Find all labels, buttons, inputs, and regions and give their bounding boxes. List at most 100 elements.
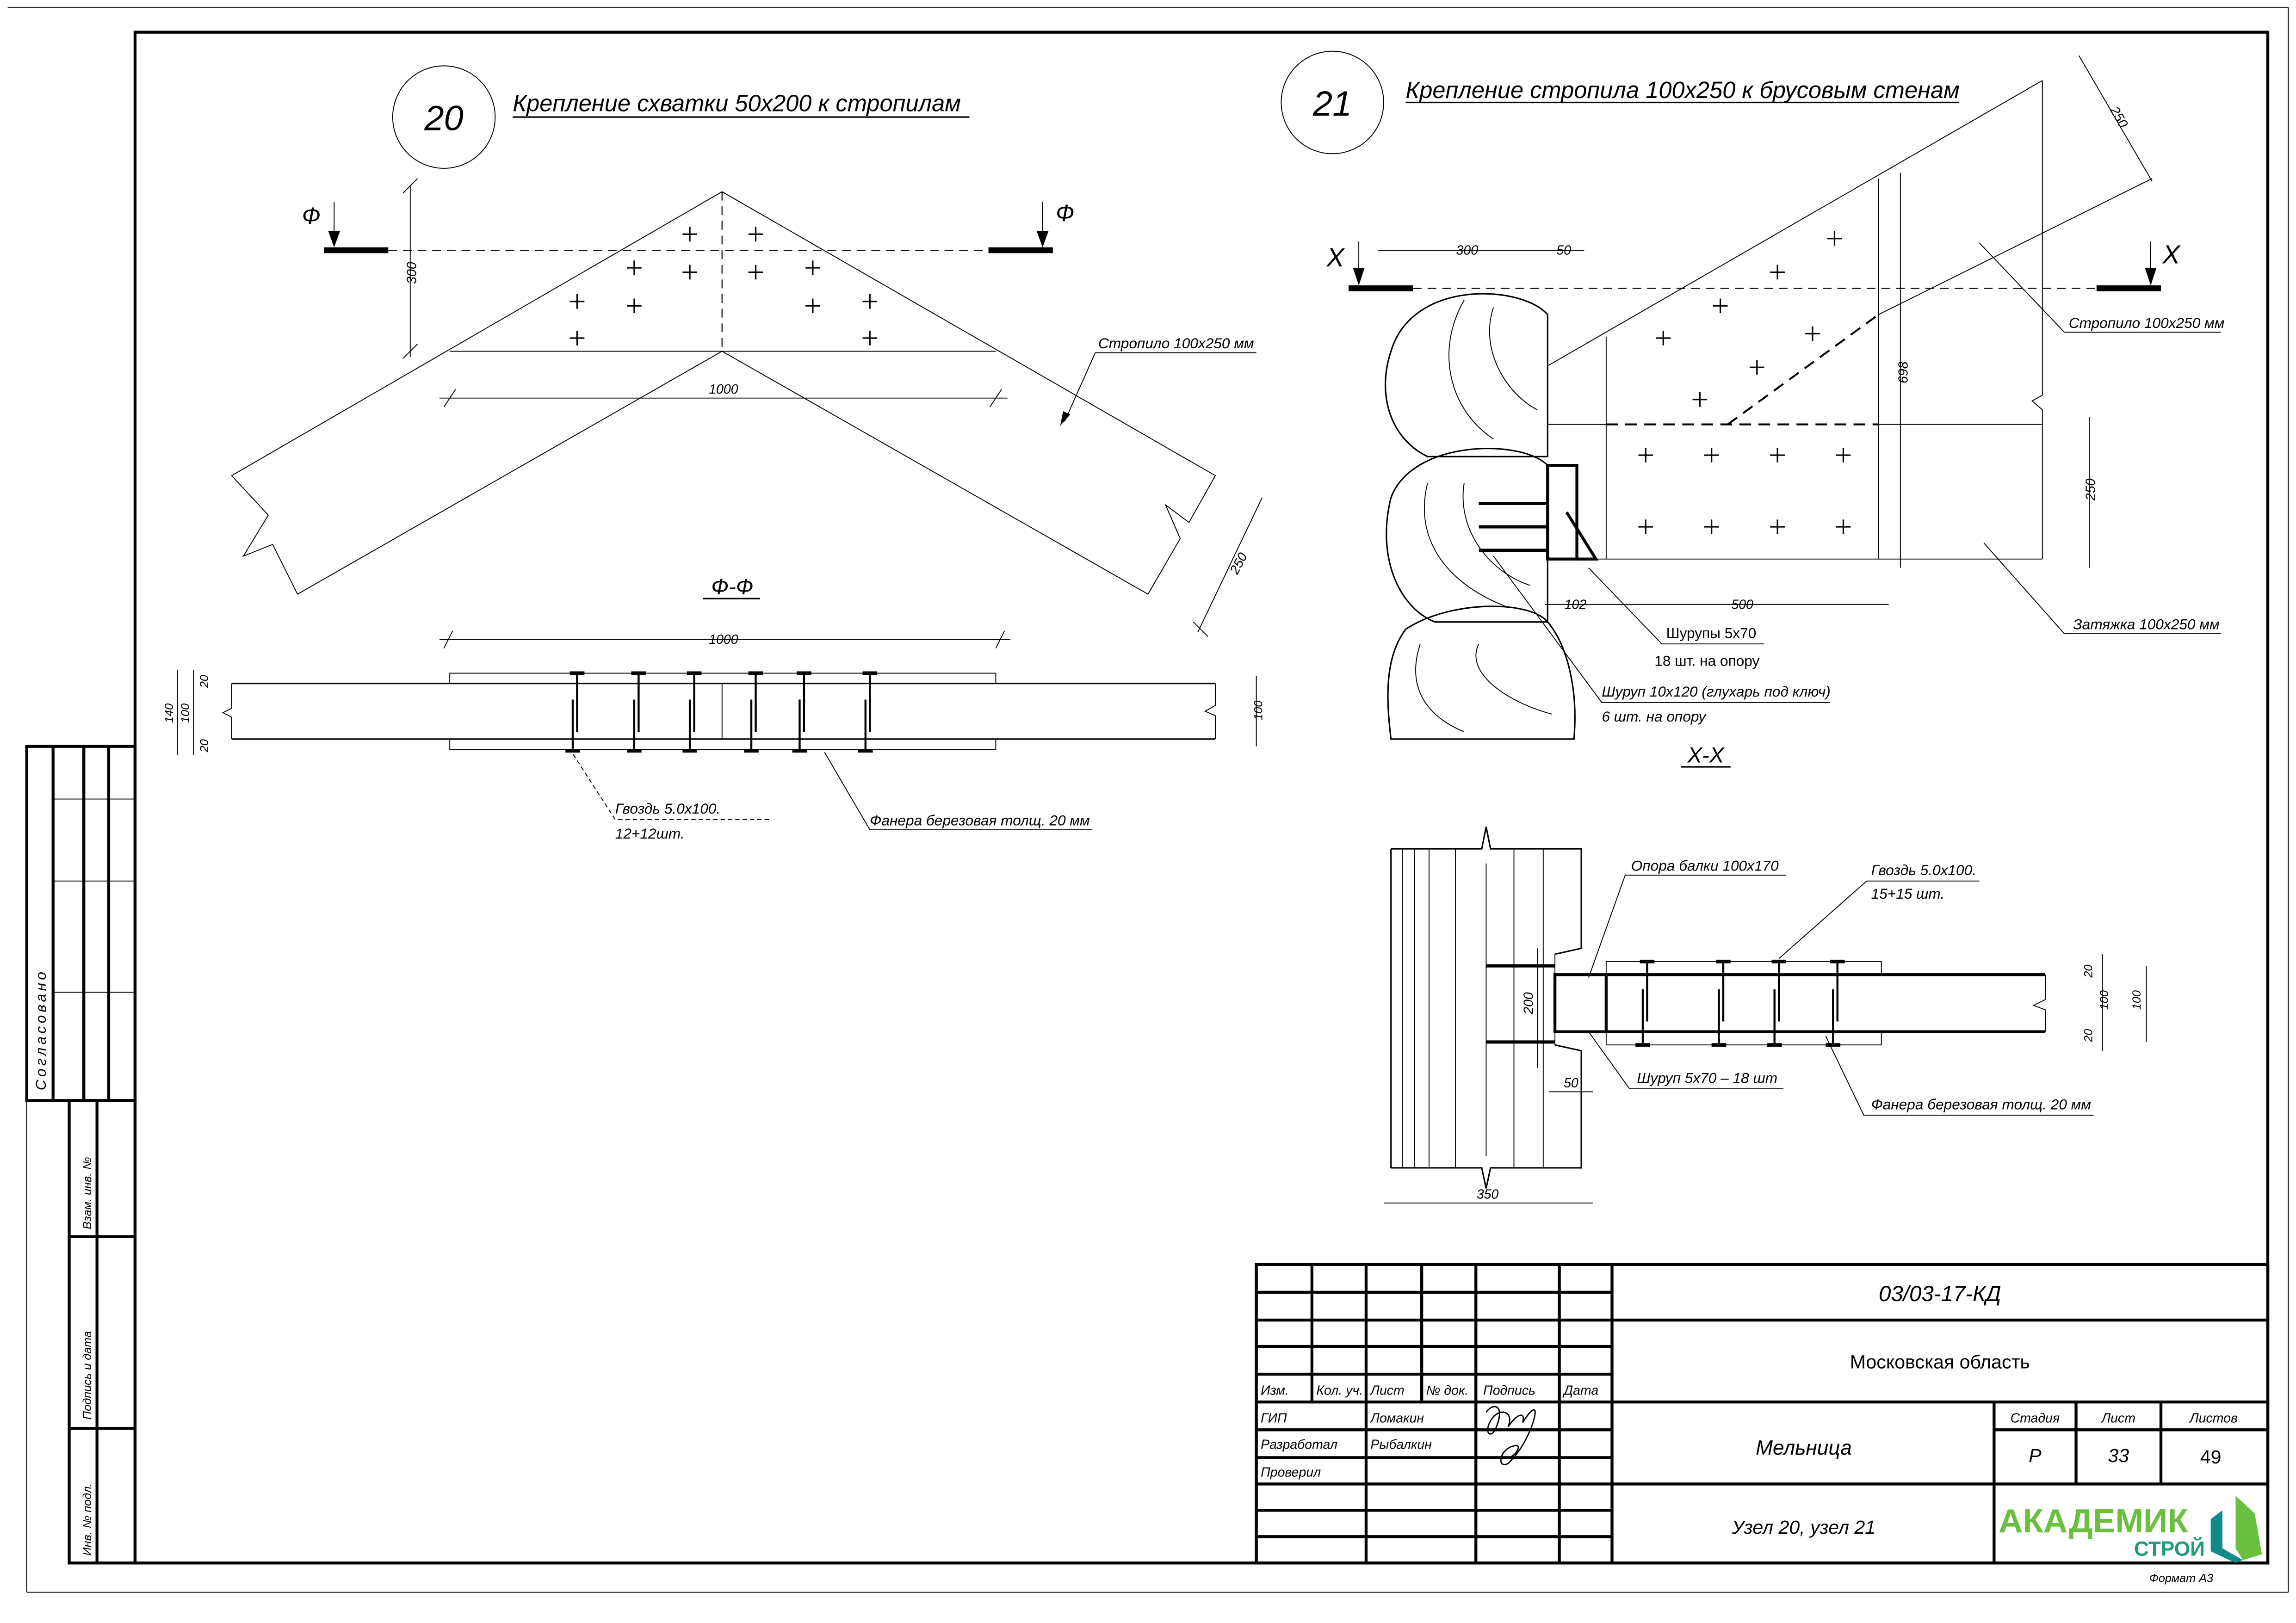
log-wall	[1385, 293, 1576, 740]
region: Московская область	[1850, 1351, 2030, 1372]
logo-shape-base-icon	[2210, 1510, 2243, 1563]
nail-mark	[1638, 519, 1653, 534]
dim-300: 300	[404, 262, 419, 284]
nail	[1711, 959, 1731, 1047]
rafter-21-label: Стропило 100х250 мм	[2069, 315, 2225, 331]
dim-100-a: 100	[2098, 990, 2111, 1010]
node-21: 21 Крепление стропила 100х250 к брусовым…	[1281, 50, 2225, 1203]
format-label: Формат А3	[2149, 1572, 2213, 1585]
nail-mark	[862, 331, 878, 346]
agreed-label: Согласовано	[32, 969, 49, 1091]
nail-mark	[1770, 448, 1785, 463]
nail-21-count-label: 15+15 шт.	[1871, 885, 1945, 902]
plywood-21-label: Фанера березовая толщ. 20 мм	[1871, 1096, 2092, 1112]
signature	[1485, 1406, 1536, 1465]
rafter-callout: Стропило 100х250 мм	[1060, 335, 1256, 426]
nail-mark	[805, 260, 820, 275]
nail	[627, 671, 646, 753]
section-x-dims: 200 50 350 20 100 20 100	[1383, 948, 2147, 1203]
role-chief-engineer: ГИП	[1261, 1411, 1287, 1426]
stage-value: Р	[2029, 1445, 2042, 1466]
section-x-x: 200 50 350 20 100 20 100 Опора балки 100…	[1383, 827, 2147, 1203]
role-developer: Разработал	[1261, 1437, 1337, 1452]
section-x-x-title: Х-Х	[1687, 743, 1725, 768]
support-bracket	[1479, 464, 1599, 561]
lag-screw-label: Шуруп 10х120 (глухарь под ключ)	[1602, 683, 1830, 700]
dim-20-a: 20	[2082, 964, 2095, 978]
sheets-header: Листов	[2189, 1411, 2238, 1426]
dimensions-20: 300 1000 250	[402, 178, 1263, 637]
nails-section	[565, 671, 878, 753]
sheets-value: 49	[2200, 1446, 2222, 1468]
section-marker-x: Х Х	[1326, 240, 2181, 291]
nail-mark	[1713, 298, 1728, 314]
node-21-title: Крепление стропила 100х250 к брусовым ст…	[1405, 77, 1959, 103]
sheet-header: Лист	[2101, 1411, 2135, 1426]
nails-section-x	[1635, 959, 1845, 1047]
nail-mark	[1704, 448, 1719, 463]
nail-mark	[569, 294, 585, 309]
dim-1000-section: 1000	[709, 632, 738, 647]
nail-mark	[805, 298, 820, 314]
plywood-label: Фанера березовая толщ. 20 мм	[870, 812, 1090, 829]
nail-mark	[1638, 448, 1653, 463]
dim-250-diagonal: 250	[2107, 104, 2131, 130]
screws-count-label: 18 шт. на опору	[1654, 653, 1759, 669]
section-mark-right: Ф	[1056, 200, 1074, 226]
screws-label: Шурупы 5х70	[1666, 625, 1757, 642]
nail-mark	[682, 227, 697, 242]
name-chief-engineer: Ломакин	[1369, 1411, 1424, 1426]
nail-mark	[1704, 519, 1719, 534]
dim-250: 250	[1227, 550, 1250, 577]
dimensions-21: 300 50 698 250 250 102 500	[1378, 55, 2153, 612]
title-block: Изм. Кол. уч. Лист № док. Подпись Дата Г…	[1255, 1263, 2270, 1585]
header-qty: Кол. уч.	[1316, 1383, 1363, 1398]
header-signature: Подпись	[1483, 1383, 1535, 1398]
nail-21-label: Гвоздь 5.0х100.	[1871, 862, 1976, 878]
logo-shape-icon	[2235, 1495, 2262, 1560]
dim-50: 50	[1556, 243, 1571, 258]
sign-date-label: Подпись и дата	[81, 1331, 94, 1419]
nail	[1635, 959, 1655, 1047]
dim-250-vertical: 250	[2084, 478, 2098, 501]
header-date: Дата	[1562, 1383, 1598, 1398]
company-logo: АКАДЕМИК СТРОЙ	[1999, 1495, 2262, 1563]
nail-label: Гвоздь 5.0х100.	[615, 800, 720, 817]
section-mark-left: Ф	[302, 203, 321, 229]
nail	[1767, 959, 1787, 1047]
nail-mark	[748, 265, 763, 280]
nail-mark	[1770, 265, 1785, 280]
section-mark-x-right: Х	[2161, 240, 2181, 270]
timber-wall-plan	[1390, 827, 1582, 1189]
node-20-number: 20	[424, 99, 463, 138]
sheet-value: 33	[2108, 1445, 2129, 1466]
nail-mark	[1770, 519, 1785, 534]
dim-500: 500	[1731, 597, 1753, 612]
node-20: 20 Крепление схватки 50х200 к стропилам …	[163, 65, 1265, 842]
fastener-marks	[569, 227, 878, 346]
inv-orig-label: Инв. № подл.	[81, 1483, 94, 1555]
dim-20-bottom: 20	[198, 739, 211, 753]
nail-mark	[1749, 360, 1764, 375]
nail-mark	[682, 265, 697, 280]
section-f-f-title: Ф-Ф	[711, 575, 753, 599]
node-20-title: Крепление схватки 50х200 к стропилам	[513, 90, 961, 116]
node-20-number-circle	[392, 65, 496, 169]
nail-mark	[1836, 519, 1851, 534]
nail-mark	[627, 260, 642, 275]
rafter-21	[1547, 80, 2153, 560]
dim-300: 300	[1456, 243, 1479, 258]
section-f-f: Ф-Ф 1000 140 100 20 20 100	[163, 575, 1265, 842]
sheet-title: Узел 20, узел 21	[1732, 1517, 1875, 1538]
tie-label: Затяжка 100х250 мм	[2073, 616, 2220, 633]
dim-100-b: 100	[2130, 990, 2143, 1010]
object-name: Мельница	[1756, 1437, 1852, 1459]
dim-102: 102	[1565, 597, 1587, 612]
dim-698: 698	[1896, 361, 1911, 383]
dim-1000: 1000	[709, 382, 738, 397]
stage-header: Стадия	[2011, 1411, 2060, 1426]
screw-b-label: Шуруп 5х70 – 18 шт	[1637, 1069, 1777, 1086]
section-dims-left: 140 100 20 20	[163, 670, 211, 755]
section-marker-f: Ф Ф	[302, 200, 1074, 253]
